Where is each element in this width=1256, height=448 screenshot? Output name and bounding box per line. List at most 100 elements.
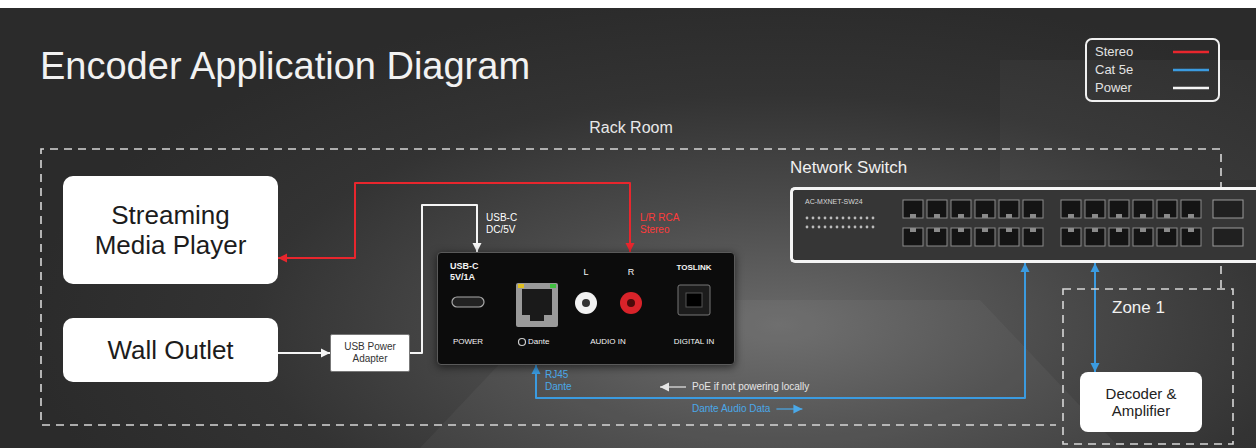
ethernet-port [975, 200, 995, 218]
status-led [860, 226, 863, 229]
panel-label: DIGITAL IN [649, 337, 739, 347]
panel-label: USB-C 5V/1A [450, 261, 486, 283]
status-led [830, 217, 833, 220]
legend-line [1173, 87, 1209, 90]
jack-led [518, 284, 524, 288]
legend-sample [1171, 61, 1211, 79]
jack-led [550, 284, 556, 288]
ethernet-port [1023, 228, 1043, 246]
port-tab [1068, 214, 1074, 218]
ethernet-port [951, 228, 971, 246]
arrowhead [1021, 263, 1030, 272]
power-adapter-box: USB Power Adapter [330, 334, 410, 372]
text-slot: Network Switch [790, 158, 907, 178]
box-label: Wall Outlet [107, 335, 233, 365]
ethernet-port [927, 200, 947, 218]
panel-label: TOSLINK [649, 263, 739, 273]
encoder-device: USB-C 5V/1APOWERDanteLRAUDIO INTOSLINKDI… [437, 252, 735, 365]
port-tab [1140, 228, 1146, 232]
legend-row: Power [1095, 79, 1215, 97]
panel-label: POWER [423, 337, 513, 347]
text-slot: PoE if not powering locally [692, 381, 809, 393]
port-tab [1006, 214, 1012, 218]
ethernet-port [903, 228, 923, 246]
port-tab [910, 214, 916, 218]
zone-region: Zone 1Decoder & Amplifier [1062, 288, 1234, 445]
port-tab [1092, 214, 1098, 218]
arrowhead [473, 243, 482, 252]
status-led [836, 226, 839, 229]
text-slot: DIGITAL IN [649, 337, 739, 347]
rca-jack-center [582, 299, 590, 307]
ethernet-port [1133, 200, 1153, 218]
panel-label: AUDIO IN [563, 337, 653, 347]
text-slot: RJ45 Dante [545, 369, 581, 393]
port-tab [934, 214, 940, 218]
status-led [806, 217, 809, 220]
status-led [824, 217, 827, 220]
connector [1091, 263, 1100, 372]
arrowhead [532, 365, 541, 374]
ethernet-port [1181, 228, 1201, 246]
arrowhead [626, 243, 635, 252]
sfp-port [1213, 200, 1243, 218]
signal-label: PoE if not powering locally [692, 381, 809, 393]
legend-text: Cat 5e [1095, 61, 1215, 79]
diagram-title: Encoder Application Diagram [40, 44, 530, 88]
text-slot: TOSLINK [649, 263, 739, 273]
status-led [848, 217, 851, 220]
rj45-tab [530, 315, 544, 321]
connector [278, 349, 330, 358]
ethernet-port [975, 228, 995, 246]
status-led [848, 226, 851, 229]
status-led [866, 226, 869, 229]
text-slot: R [586, 267, 676, 278]
signal-label: L/R RCA Stereo [640, 212, 688, 236]
rca-jack-center [627, 299, 635, 307]
signal-label: USB-C DC/5V [486, 212, 526, 236]
ethernet-port [1157, 228, 1177, 246]
rj45-jack [516, 283, 558, 327]
port-tab [1140, 214, 1146, 218]
port-tab [982, 228, 988, 232]
port-tab [1188, 228, 1194, 232]
port-tab [1030, 228, 1036, 232]
port-tab [982, 214, 988, 218]
ethernet-port [1109, 228, 1129, 246]
status-led [854, 226, 857, 229]
panel-label: L [541, 267, 631, 278]
ethernet-port [1133, 228, 1153, 246]
arrowhead [793, 405, 802, 414]
status-led [806, 226, 809, 229]
box-label: Streaming Media Player [85, 200, 257, 260]
text-slot: L/R RCA Stereo [640, 212, 688, 236]
port-tab [1092, 228, 1098, 232]
text-slot: Zone 1 [1112, 298, 1165, 318]
port-tab [958, 228, 964, 232]
legend-row: Cat 5e [1095, 61, 1215, 79]
usb-c-port [452, 297, 484, 307]
status-led [860, 217, 863, 220]
network-switch: Network SwitchAC-MXNET-SW24 [790, 187, 1256, 263]
rca-jack-right [620, 292, 642, 314]
rca-jack-left [575, 292, 597, 314]
ethernet-port [1023, 200, 1043, 218]
port-tab [1164, 228, 1170, 232]
status-led [830, 226, 833, 229]
ethernet-port [951, 200, 971, 218]
legend-text: Stereo [1095, 43, 1215, 61]
arrowhead [660, 383, 669, 392]
text-slot: POWER [423, 337, 513, 347]
arrowhead [1091, 363, 1100, 372]
panel-label: Dante [528, 337, 549, 347]
port-tab [1164, 214, 1170, 218]
status-led [818, 217, 821, 220]
text-slot: AC-MXNET-SW24 [805, 197, 863, 206]
direction-arrow [776, 405, 802, 414]
sfp-port [1213, 228, 1243, 246]
port-tab [1188, 214, 1194, 218]
connector-line [278, 183, 630, 258]
ethernet-port [1085, 200, 1105, 218]
connector-line [1094, 263, 1096, 372]
media-player-box: Streaming Media Player [63, 176, 278, 284]
